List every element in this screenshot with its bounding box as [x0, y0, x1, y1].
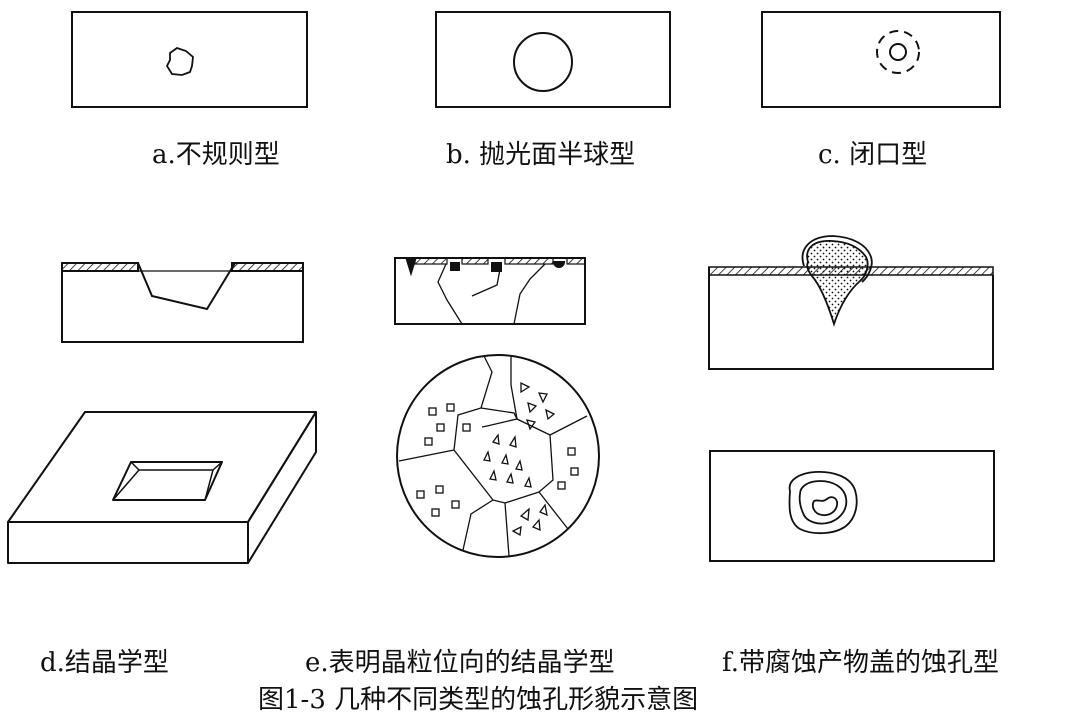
panel-f-cross-section [708, 235, 994, 370]
panel-e-cross-section [394, 257, 586, 325]
caption-a: a.不规则型 [152, 140, 280, 170]
panel-b-hemispherical-pit [435, 11, 671, 108]
caption-f: f.带腐蚀产物盖的蚀孔型 [722, 648, 999, 678]
figure-caption: 图1-3 几种不同类型的蚀孔形貌示意图 [258, 685, 699, 715]
caption-d: d.结晶学型 [40, 648, 169, 678]
panel-d-isometric-slab [7, 411, 317, 564]
pit-morphology-diagram [7, 11, 1001, 564]
caption-b: b. 抛光面半球型 [446, 140, 636, 170]
panel-d-cross-section [61, 262, 304, 343]
panel-e-grain-view [396, 354, 600, 558]
caption-c: c. 闭口型 [818, 140, 928, 170]
panel-a-irregular-pit [71, 11, 308, 108]
caption-e: e.表明晶粒位向的结晶学型 [305, 648, 615, 678]
panel-f-top-view [709, 450, 995, 562]
panel-c-closed-pit [761, 11, 1001, 108]
